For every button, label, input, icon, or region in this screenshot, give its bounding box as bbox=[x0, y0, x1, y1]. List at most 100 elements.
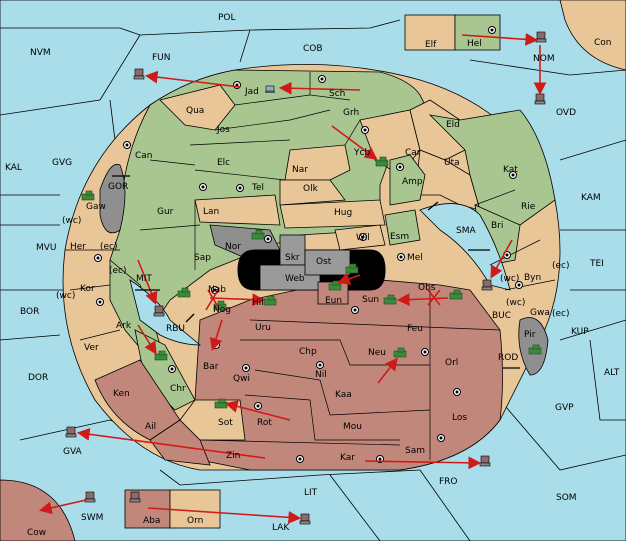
supply-center[interactable] bbox=[488, 26, 496, 34]
army-icon[interactable] bbox=[251, 229, 265, 240]
label-nom: NOM bbox=[533, 54, 555, 64]
supply-center[interactable] bbox=[421, 348, 429, 356]
label-chr: Chr bbox=[170, 384, 186, 394]
supply-center[interactable] bbox=[453, 388, 461, 396]
province-lan[interactable] bbox=[194, 194, 281, 226]
label-ken: Ken bbox=[113, 389, 130, 399]
label-cow: Cow bbox=[27, 528, 46, 538]
order-cross bbox=[427, 289, 441, 306]
army-icon[interactable] bbox=[375, 156, 389, 167]
label-kar: Kar bbox=[340, 453, 355, 463]
supply-center[interactable] bbox=[509, 171, 517, 179]
army-icon[interactable] bbox=[177, 287, 191, 298]
fleet-icon[interactable] bbox=[535, 31, 547, 43]
order-arrow bbox=[224, 400, 291, 421]
order-arrow bbox=[331, 125, 378, 160]
fleet-icon[interactable] bbox=[84, 491, 96, 503]
supply-center[interactable] bbox=[94, 254, 102, 262]
connections bbox=[112, 175, 520, 369]
supply-center[interactable] bbox=[254, 402, 262, 410]
supply-center[interactable] bbox=[168, 365, 176, 373]
label-mou: Mou bbox=[343, 422, 362, 432]
label-mvu: MVU bbox=[36, 243, 57, 253]
province-qua[interactable] bbox=[159, 84, 236, 131]
label-coast-wc: (wc) bbox=[500, 274, 519, 284]
order-arrow bbox=[147, 507, 302, 524]
label-coast-wc: (wc) bbox=[62, 216, 81, 226]
label-coast-ec: (ec) bbox=[109, 266, 127, 276]
supply-center[interactable] bbox=[123, 141, 131, 149]
province-nar[interactable] bbox=[284, 144, 351, 181]
supply-center[interactable] bbox=[361, 126, 369, 134]
label-car: Car bbox=[405, 148, 421, 158]
label-sch: Sch bbox=[329, 89, 345, 99]
fleet-icon[interactable] bbox=[65, 426, 77, 438]
label-gor: GOR bbox=[108, 182, 128, 192]
army-icon[interactable] bbox=[393, 347, 407, 358]
fleet-icon[interactable] bbox=[153, 305, 165, 317]
label-qua: Qua bbox=[186, 106, 204, 116]
label-buc: BUC bbox=[492, 311, 511, 321]
army-icon[interactable] bbox=[383, 294, 397, 305]
supply-center[interactable] bbox=[264, 235, 272, 243]
province-labels: POL NVM FUN COB Elf Hel Con NOM OVD Jad … bbox=[5, 13, 620, 538]
fleet-icon[interactable] bbox=[534, 93, 546, 105]
label-dor: DOR bbox=[28, 373, 48, 383]
army-icon[interactable] bbox=[81, 190, 95, 201]
fleet-icon[interactable] bbox=[265, 85, 275, 93]
supply-center[interactable] bbox=[351, 306, 359, 314]
province-skr[interactable] bbox=[279, 234, 306, 266]
supply-center[interactable] bbox=[96, 298, 104, 306]
supply-center[interactable] bbox=[396, 163, 404, 171]
supply-center[interactable] bbox=[397, 253, 405, 261]
orders bbox=[38, 32, 547, 524]
label-coast-wc: (wc) bbox=[506, 298, 525, 308]
province-olk[interactable] bbox=[279, 179, 346, 206]
order-arrow bbox=[76, 427, 266, 459]
province-orn[interactable] bbox=[169, 489, 221, 529]
province-esm[interactable] bbox=[384, 209, 421, 246]
label-ycb: Ycb bbox=[353, 148, 370, 158]
label-eun: Eun bbox=[325, 296, 342, 306]
supply-center[interactable] bbox=[437, 434, 445, 442]
label-esm: Esm bbox=[390, 232, 409, 242]
sea-sma[interactable] bbox=[419, 203, 511, 291]
label-grh: Grh bbox=[343, 108, 359, 118]
supply-center[interactable] bbox=[236, 184, 244, 192]
label-sap: Sap bbox=[194, 253, 211, 263]
label-rie: Rie bbox=[521, 202, 536, 212]
fleet-icon[interactable] bbox=[481, 279, 493, 291]
label-lak: LAK bbox=[272, 523, 290, 533]
army-icon[interactable] bbox=[154, 350, 168, 361]
province-ost[interactable] bbox=[304, 249, 351, 276]
label-nog: Nog bbox=[213, 305, 231, 315]
supply-center[interactable] bbox=[199, 183, 207, 191]
province-gaw[interactable] bbox=[99, 163, 126, 234]
supply-center[interactable] bbox=[316, 361, 324, 369]
label-lit: LIT bbox=[304, 488, 318, 498]
label-qwi: Qwi bbox=[233, 374, 250, 384]
army-icon[interactable] bbox=[528, 344, 542, 355]
supply-center[interactable] bbox=[318, 75, 326, 83]
supply-center[interactable] bbox=[515, 281, 523, 289]
supply-center[interactable] bbox=[296, 455, 304, 463]
fleet-icon[interactable] bbox=[133, 68, 145, 80]
label-wil: Wil bbox=[356, 233, 370, 243]
label-rot: Rot bbox=[257, 418, 272, 428]
label-feu: Feu bbox=[407, 324, 423, 334]
fleet-icon[interactable] bbox=[129, 491, 141, 503]
label-ovd: OVD bbox=[556, 108, 576, 118]
label-pir: Pir bbox=[524, 330, 536, 340]
label-rbu: RBU bbox=[166, 324, 185, 334]
supply-center[interactable] bbox=[359, 233, 367, 241]
label-hil: Hil bbox=[252, 298, 264, 308]
army-icon[interactable] bbox=[449, 289, 463, 300]
province-ail[interactable] bbox=[149, 419, 211, 466]
army-icon[interactable] bbox=[345, 263, 359, 274]
label-obs: Obs bbox=[418, 283, 436, 293]
fleet-icon[interactable] bbox=[479, 455, 491, 467]
fleet-icon[interactable] bbox=[299, 513, 311, 525]
label-orn: Orn bbox=[187, 516, 203, 526]
supply-center[interactable] bbox=[242, 364, 250, 372]
province-hug[interactable] bbox=[279, 199, 386, 229]
